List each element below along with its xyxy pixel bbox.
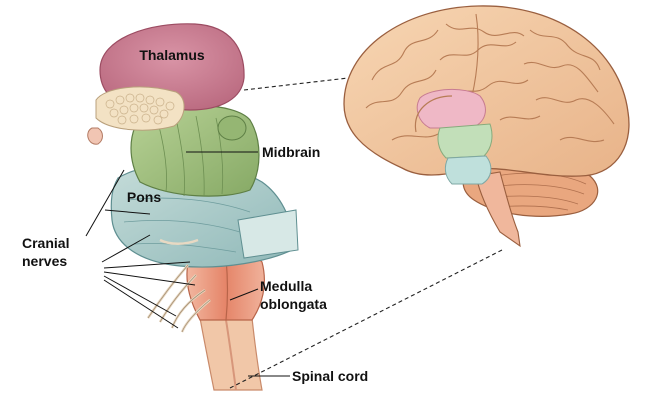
label-medulla-line2: oblongata [260, 296, 327, 312]
brainstem-illustration: Thalamus Pons [85, 23, 299, 391]
colliculus [217, 115, 247, 141]
brain-brainstem-stub [475, 171, 521, 248]
brain-callosum-curve [414, 95, 453, 133]
spinal-cord-stripe [225, 319, 237, 391]
label-medulla-line1: Medulla [260, 278, 312, 294]
texture-dots [105, 93, 175, 125]
midbrain-striation-1 [157, 121, 168, 193]
pons-face [237, 209, 299, 259]
pons-striation-1 [127, 197, 251, 213]
whole-brain-illustration [343, 5, 630, 248]
brain-pons-highlight [444, 155, 492, 185]
optic-stub [87, 127, 103, 145]
pons-striation-3 [133, 243, 237, 253]
gyri [365, 13, 615, 142]
label-pons: Pons [127, 189, 161, 205]
leader-lines [85, 151, 290, 377]
label-midbrain: Midbrain [262, 144, 320, 160]
label-cranial-line1: Cranial [22, 235, 69, 251]
brain-midbrain-highlight [437, 123, 493, 159]
pons-striation-2 [123, 220, 241, 233]
label-cranial-line2: nerves [22, 253, 67, 269]
brain-thalamus-highlight [416, 88, 486, 129]
dashed-connectors [229, 77, 503, 389]
midbrain-striation-3 [195, 115, 205, 197]
midbrain-striation-4 [215, 117, 224, 195]
midbrain-striation-2 [175, 117, 185, 197]
cerebrum-shape [343, 5, 630, 177]
label-spinal-cord: Spinal cord [292, 368, 368, 384]
label-thalamus: Thalamus [139, 47, 205, 63]
